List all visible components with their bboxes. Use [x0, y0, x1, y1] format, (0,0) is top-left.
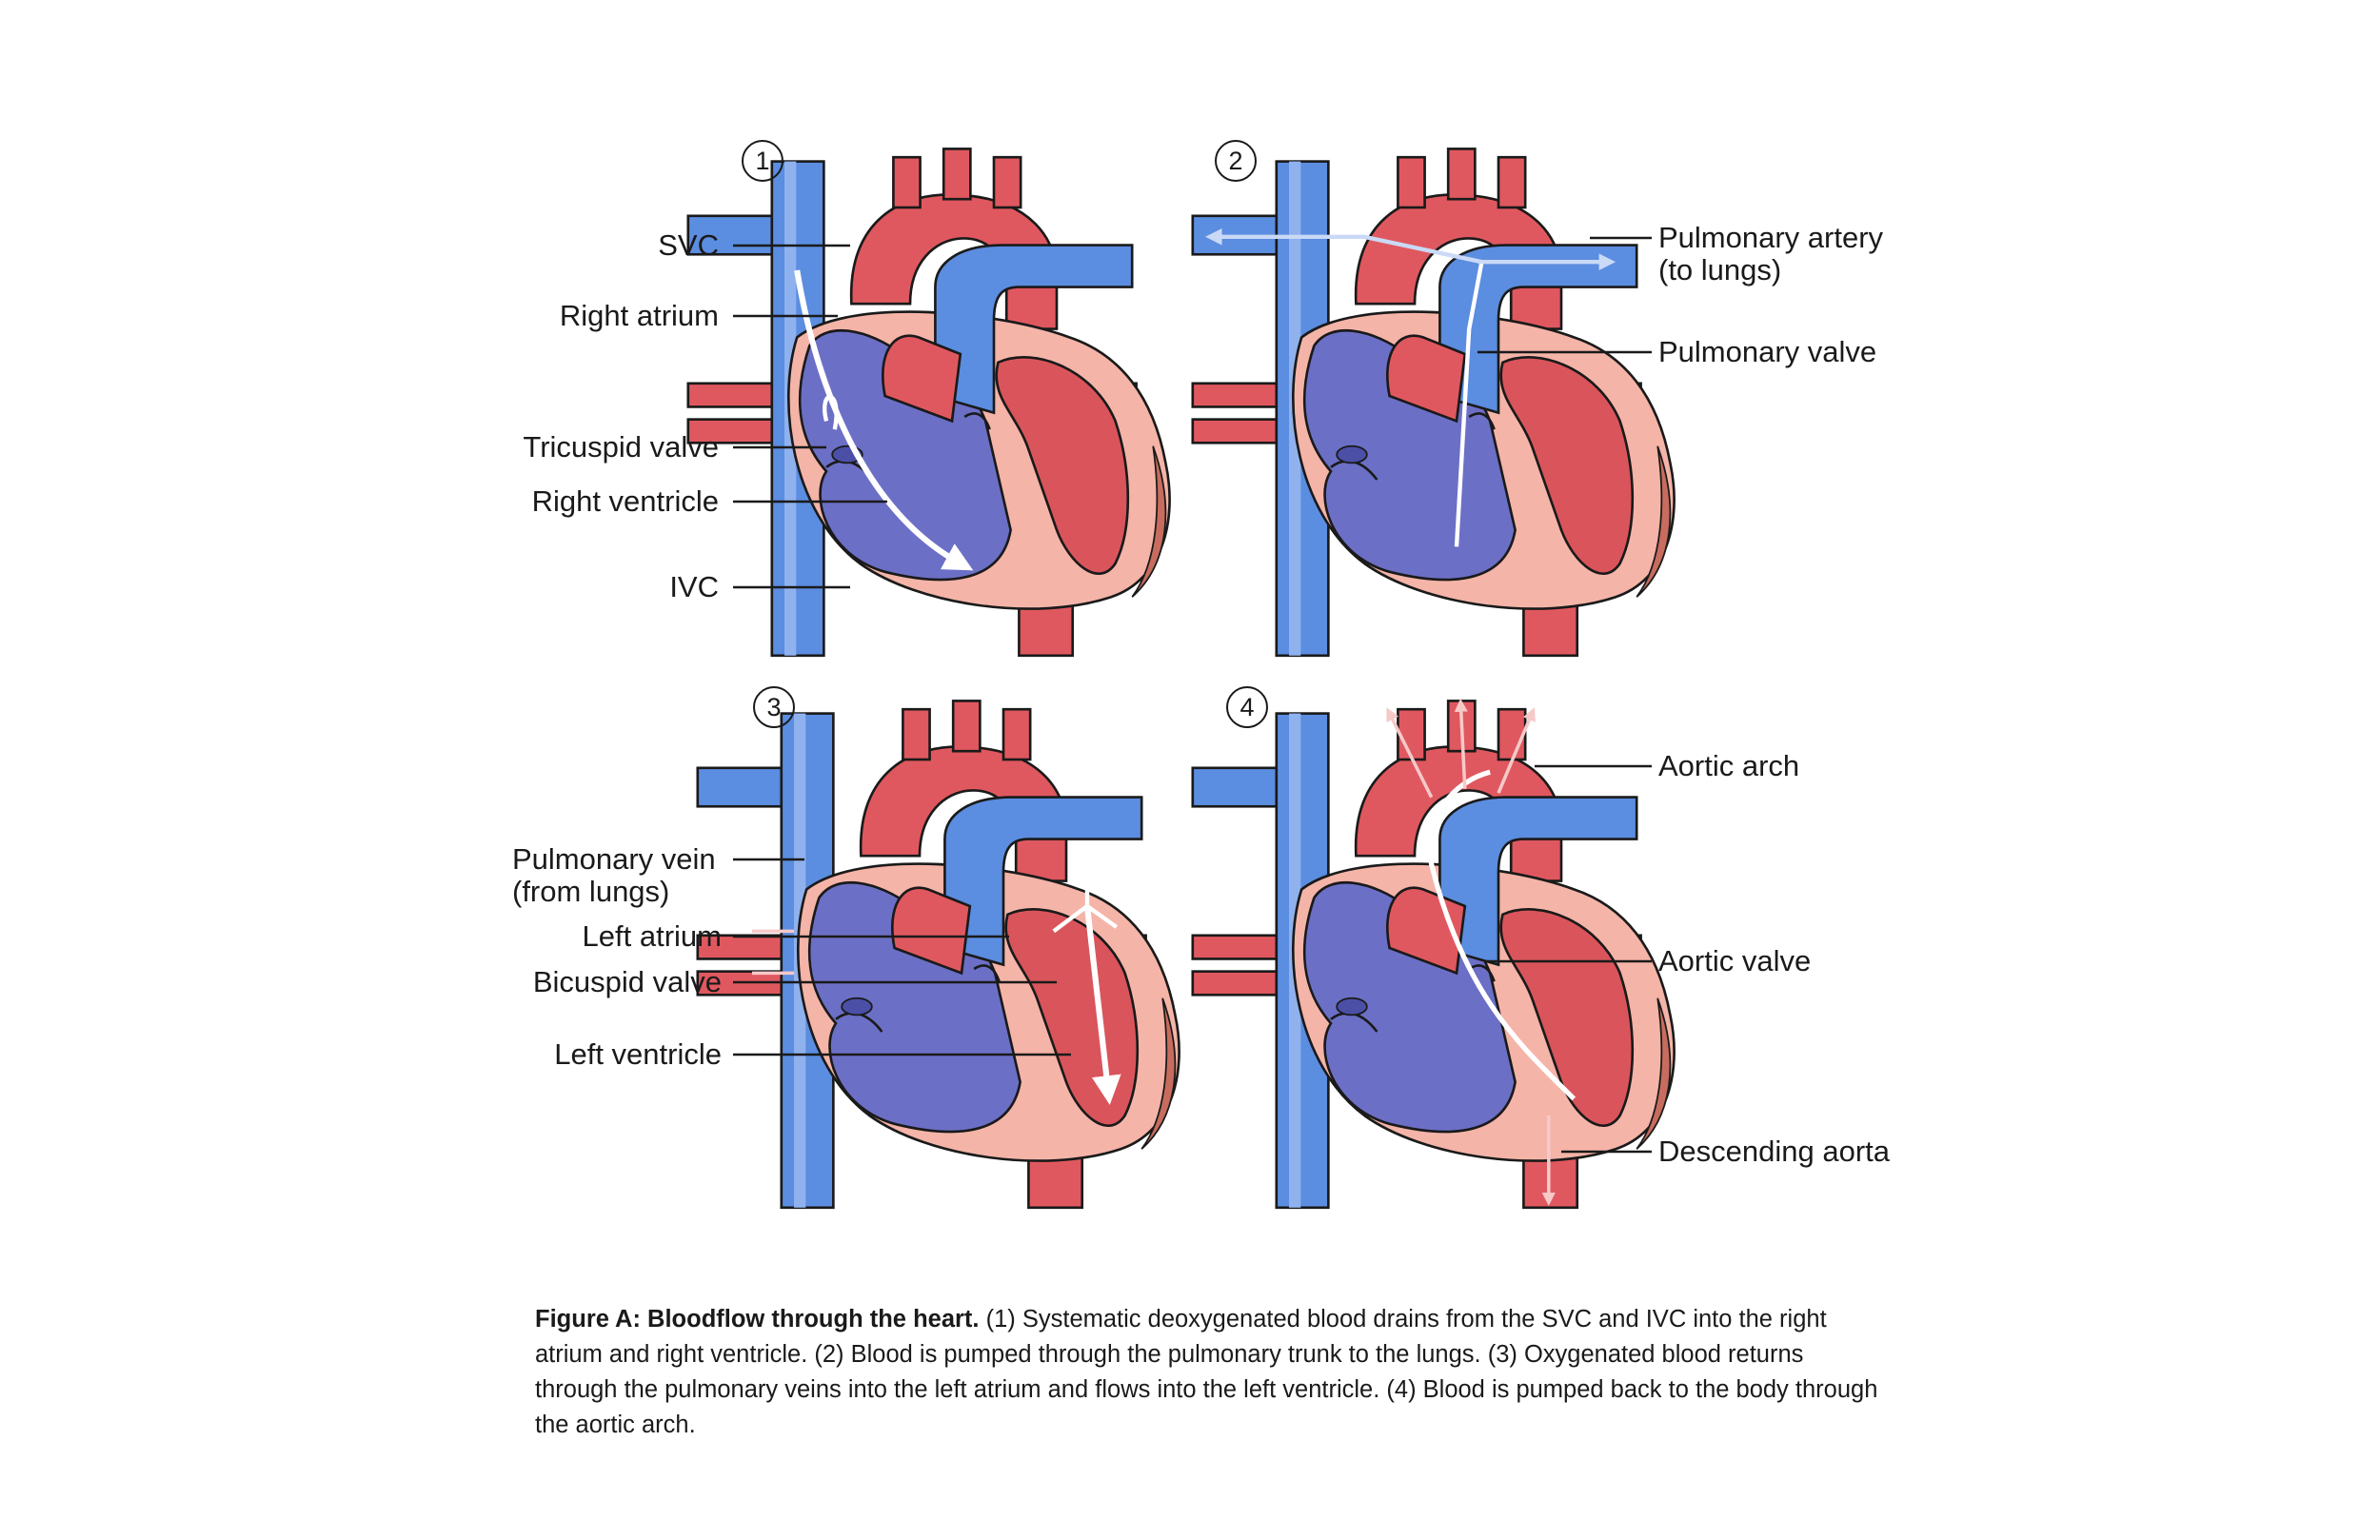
label-pulmonary-artery-line-1: Pulmonary artery: [1658, 221, 1884, 254]
leader-lines: [733, 236, 1652, 1154]
label-pulmonary-artery: Pulmonary artery (to lungs): [1658, 222, 1883, 286]
label-pulmonary-valve: Pulmonary valve: [1658, 335, 1877, 368]
label-right-atrium: Right atrium: [559, 299, 719, 332]
label-pulmonary-artery-line-2: (to lungs): [1658, 253, 1782, 286]
panel-number-2: 2: [1215, 140, 1257, 182]
label-aortic-arch: Aortic arch: [1658, 749, 1800, 782]
label-left-atrium: Left atrium: [582, 919, 722, 953]
panel-number-4: 4: [1226, 686, 1268, 728]
label-descending-aorta: Descending aorta: [1658, 1135, 1890, 1168]
label-pulmonary-vein-line-1: Pulmonary vein: [512, 842, 716, 876]
label-bicuspid-valve: Bicuspid valve: [532, 965, 722, 998]
heart-panel-1: [686, 148, 1171, 658]
figure-caption: Figure A: Bloodflow through the heart. (…: [535, 1302, 1887, 1443]
label-pulmonary-vein: Pulmonary vein (from lungs): [512, 843, 716, 908]
label-right-ventricle: Right ventricle: [531, 484, 719, 518]
label-svc: SVC: [658, 228, 719, 262]
heart-panel-3: [696, 700, 1180, 1210]
heart-panel-2: [1191, 148, 1676, 658]
caption-text: (1) Systematic deoxygenated blood drains…: [535, 1306, 1878, 1438]
label-aortic-valve: Aortic valve: [1658, 944, 1812, 977]
panel-number-3: 3: [753, 686, 795, 728]
heart-panel-4: [1191, 698, 1676, 1210]
label-tricuspid-valve: Tricuspid valve: [523, 430, 719, 464]
label-left-ventricle: Left ventricle: [554, 1037, 722, 1071]
label-pulmonary-vein-line-2: (from lungs): [512, 875, 670, 908]
label-ivc: IVC: [669, 570, 719, 603]
caption-title: Figure A: Bloodflow through the heart.: [535, 1306, 980, 1333]
panel-number-1: 1: [742, 140, 783, 182]
